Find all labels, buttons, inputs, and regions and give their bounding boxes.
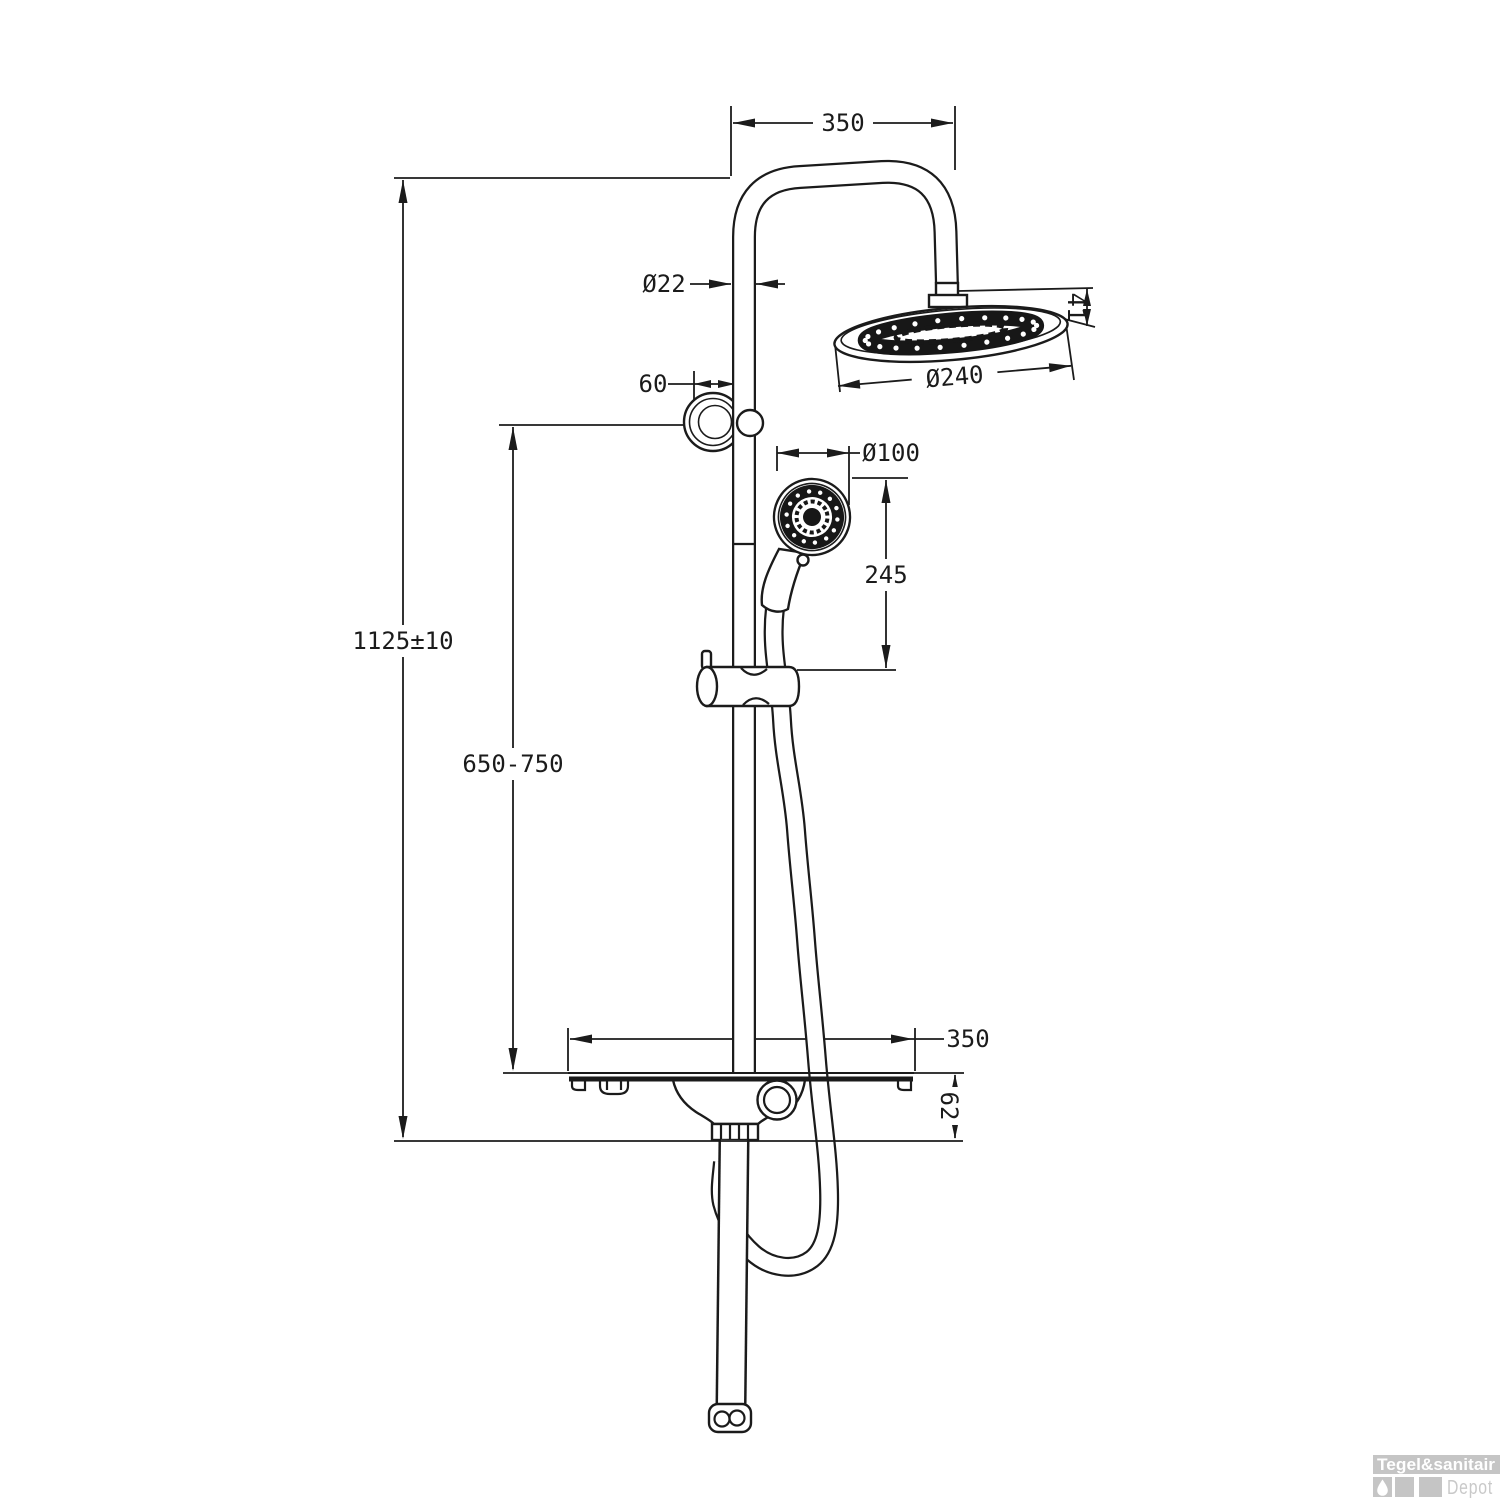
hand-shower (760, 477, 852, 613)
supply-hose (707, 1139, 753, 1434)
hand-shower-handle (760, 547, 807, 613)
dimension-annotations: 350 1125±10 650-750 Ø22 (346, 106, 1096, 1139)
shelf-valve (671, 1078, 807, 1142)
brand-logo: Tegel&sanitair Depot (1373, 1455, 1500, 1499)
dim-shelf-depth: 62 (914, 1072, 964, 1139)
dim-label-hand-shower-diameter: Ø100 (862, 439, 920, 467)
dim-hand-shower-diameter: Ø100 (776, 439, 920, 505)
dim-arm-width: 350 (730, 106, 956, 176)
rain-shower-head (833, 281, 1069, 364)
wall-bracket-knob (735, 408, 765, 438)
dim-label-shelf-width: 350 (946, 1025, 989, 1053)
dim-pipe-diameter: Ø22 (642, 270, 785, 298)
dim-label-rain-head-diameter: Ø240 (925, 360, 985, 393)
dim-label-hand-shower-drop: 245 (864, 561, 907, 589)
logo-brand-text: Tegel&sanitair (1377, 1455, 1495, 1474)
shelf-clip (598, 1081, 630, 1096)
dim-wall-offset: 60 (639, 370, 736, 410)
dim-total-height: 1125±10 (346, 177, 730, 1139)
hose-connector (710, 1122, 760, 1142)
slider-holder (695, 649, 801, 708)
dim-label-rail-height-range: 650-750 (462, 750, 563, 778)
dim-label-arm-width: 350 (821, 109, 864, 137)
logo-bar (1373, 1455, 1500, 1474)
rain-head-nozzles (862, 315, 1040, 351)
logo-square-2 (1395, 1477, 1414, 1497)
dim-label-total-height: 1125±10 (352, 627, 453, 655)
riser-and-arm (732, 159, 959, 1074)
hand-shower-nozzles (784, 489, 840, 545)
droplet-icon (1377, 1479, 1388, 1496)
logo-square-3 (1419, 1477, 1442, 1497)
dim-hand-shower-drop: 245 (797, 477, 915, 671)
shelf (568, 1072, 914, 1096)
dim-label-pipe-diameter: Ø22 (642, 270, 685, 298)
dim-label-wall-offset: 60 (639, 370, 668, 398)
shelf-right-lip (896, 1081, 913, 1092)
dim-label-shelf-depth: 62 (935, 1092, 963, 1121)
dim-shelf-width: 350 (567, 1025, 990, 1071)
dim-label-rain-head-thickness: 41 (1062, 293, 1090, 322)
hand-shower-hook (796, 553, 810, 567)
dim-rain-head-diameter: Ø240 (834, 323, 1075, 395)
logo-depot-text: Depot (1447, 1477, 1493, 1499)
shelf-left-lip (570, 1081, 587, 1092)
dim-rail-height-range: 650-750 (455, 424, 686, 1074)
